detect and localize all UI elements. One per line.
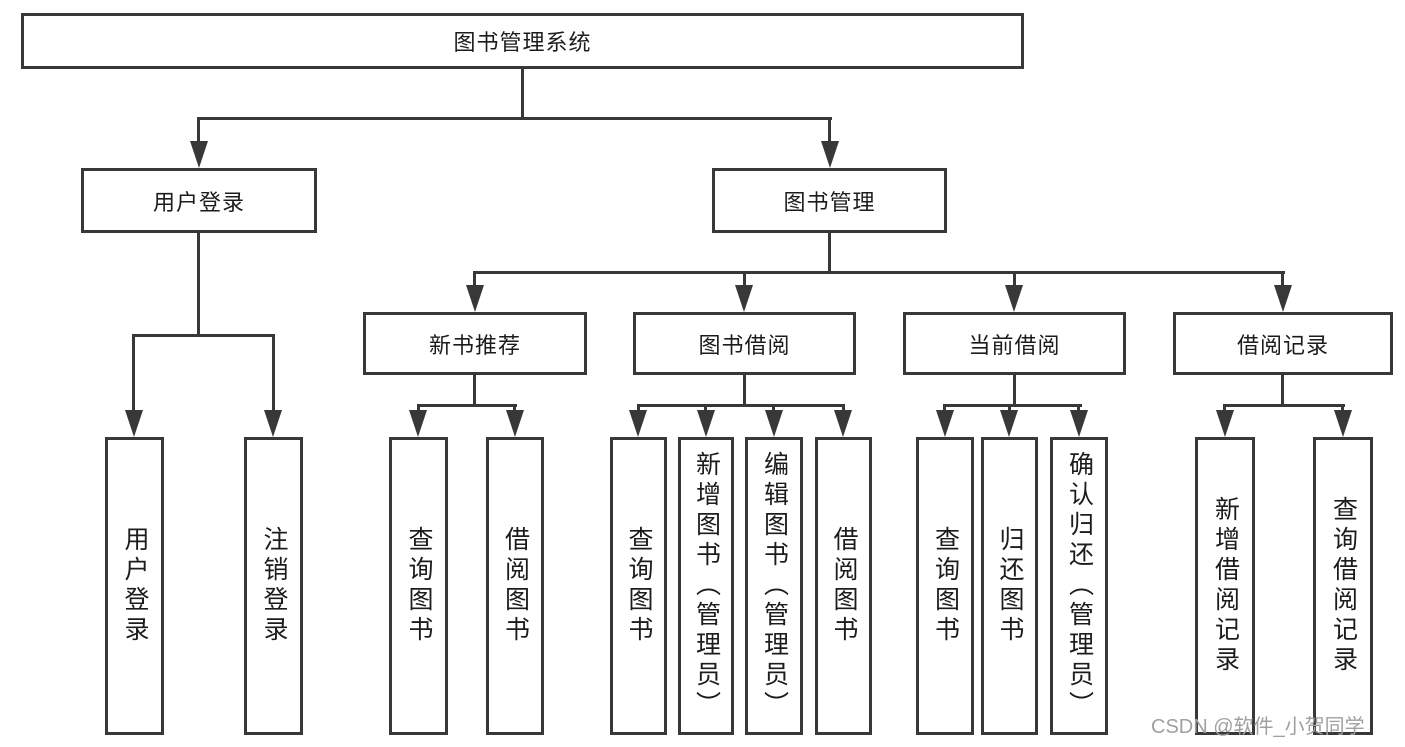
- connector-line: [1008, 404, 1011, 414]
- connector-line: [637, 404, 845, 407]
- node-label: 新增借阅记录: [1211, 496, 1240, 676]
- connector-line: [417, 404, 517, 407]
- arrow-down-icon: [834, 410, 852, 437]
- node-label: 查询图书: [931, 526, 960, 646]
- connector-line: [943, 404, 1082, 407]
- node-label: 确认归还（管理员）: [1065, 451, 1094, 721]
- connector-line: [197, 117, 832, 120]
- node-book-borrow: 图书借阅: [633, 312, 856, 375]
- node-book-management: 图书管理: [712, 168, 947, 233]
- node-root: 图书管理系统: [21, 13, 1024, 69]
- connector-line: [473, 271, 1285, 274]
- leaf-query-books-recommend: 查询图书: [389, 437, 448, 735]
- leaf-confirm-return-admin: 确认归还（管理员）: [1050, 437, 1108, 735]
- arrow-down-icon: [264, 410, 282, 437]
- connector-line: [772, 404, 775, 414]
- connector-line: [1077, 404, 1080, 414]
- connector-line: [197, 233, 200, 337]
- node-label: 借阅记录: [1236, 332, 1329, 358]
- arrow-down-icon: [1334, 410, 1352, 437]
- node-label: 用户登录: [121, 526, 149, 646]
- node-label: 归还图书: [996, 526, 1024, 646]
- node-label: 新书推荐: [428, 332, 521, 358]
- node-label: 新增图书（管理员）: [692, 451, 721, 721]
- arrow-down-icon: [936, 410, 954, 437]
- connector-line: [521, 69, 524, 120]
- arrow-down-icon: [697, 410, 715, 437]
- leaf-user-login: 用户登录: [105, 437, 164, 735]
- leaf-query-books-current: 查询图书: [916, 437, 974, 735]
- arrow-down-icon: [506, 410, 524, 437]
- arrow-down-icon: [1274, 285, 1292, 312]
- node-label: 借阅图书: [830, 526, 858, 646]
- node-label: 当前借阅: [968, 332, 1061, 358]
- connector-line: [132, 334, 275, 337]
- arrow-down-icon: [1005, 285, 1023, 312]
- leaf-edit-book-admin: 编辑图书（管理员）: [745, 437, 803, 735]
- node-user-login: 用户登录: [81, 168, 317, 233]
- connector-line: [828, 117, 831, 145]
- node-label: 编辑图书（管理员）: [760, 451, 789, 721]
- connector-line: [704, 404, 707, 414]
- node-label: 注销登录: [260, 526, 288, 646]
- node-label: 用户登录: [152, 189, 245, 215]
- arrow-down-icon: [466, 285, 484, 312]
- node-borrow-records: 借阅记录: [1173, 312, 1393, 375]
- node-label: 图书管理系统: [453, 30, 592, 55]
- node-label: 借阅图书: [501, 526, 530, 646]
- connector-line: [513, 404, 516, 414]
- leaf-add-borrow-record: 新增借阅记录: [1195, 437, 1255, 735]
- connector-line: [743, 375, 746, 407]
- arrow-down-icon: [1216, 410, 1234, 437]
- arrow-down-icon: [190, 141, 208, 168]
- leaf-query-borrow-record: 查询借阅记录: [1313, 437, 1373, 735]
- connector-line: [743, 271, 746, 287]
- leaf-borrow-books: 借阅图书: [815, 437, 872, 735]
- node-label: 查询图书: [405, 526, 433, 646]
- arrow-down-icon: [1000, 410, 1018, 437]
- connector-line: [1013, 375, 1016, 407]
- arrow-down-icon: [765, 410, 783, 437]
- connector-line: [197, 117, 200, 145]
- connector-line: [1223, 404, 1226, 414]
- arrow-down-icon: [1070, 410, 1088, 437]
- arrow-down-icon: [735, 285, 753, 312]
- watermark: CSDN @软件_小贺同学: [1151, 716, 1365, 738]
- connector-line: [417, 404, 420, 414]
- connector-line: [943, 404, 946, 414]
- node-current-borrow: 当前借阅: [903, 312, 1126, 375]
- connector-line: [473, 271, 476, 287]
- connector-line: [1281, 375, 1284, 407]
- node-new-book-recommend: 新书推荐: [363, 312, 587, 375]
- node-label: 图书管理: [783, 189, 876, 215]
- connector-line: [1013, 271, 1016, 287]
- connector-line: [637, 404, 640, 414]
- connector-line: [1281, 271, 1284, 287]
- arrow-down-icon: [409, 410, 427, 437]
- node-label: 图书借阅: [698, 332, 791, 358]
- connector-line: [1341, 404, 1344, 414]
- leaf-logout: 注销登录: [244, 437, 303, 735]
- arrow-down-icon: [125, 410, 143, 437]
- node-label: 查询借阅记录: [1329, 496, 1358, 676]
- connector-line: [132, 334, 135, 414]
- arrow-down-icon: [629, 410, 647, 437]
- arrow-down-icon: [821, 141, 839, 168]
- connector-line: [842, 404, 845, 414]
- node-label: 查询图书: [625, 526, 653, 646]
- connector-line: [828, 233, 831, 274]
- leaf-query-books-borrow: 查询图书: [610, 437, 667, 735]
- connector-line: [473, 375, 476, 407]
- connector-line: [1223, 404, 1345, 407]
- connector-line: [272, 334, 275, 414]
- leaf-borrow-books-recommend: 借阅图书: [486, 437, 544, 735]
- leaf-return-book: 归还图书: [981, 437, 1038, 735]
- leaf-add-book-admin: 新增图书（管理员）: [678, 437, 734, 735]
